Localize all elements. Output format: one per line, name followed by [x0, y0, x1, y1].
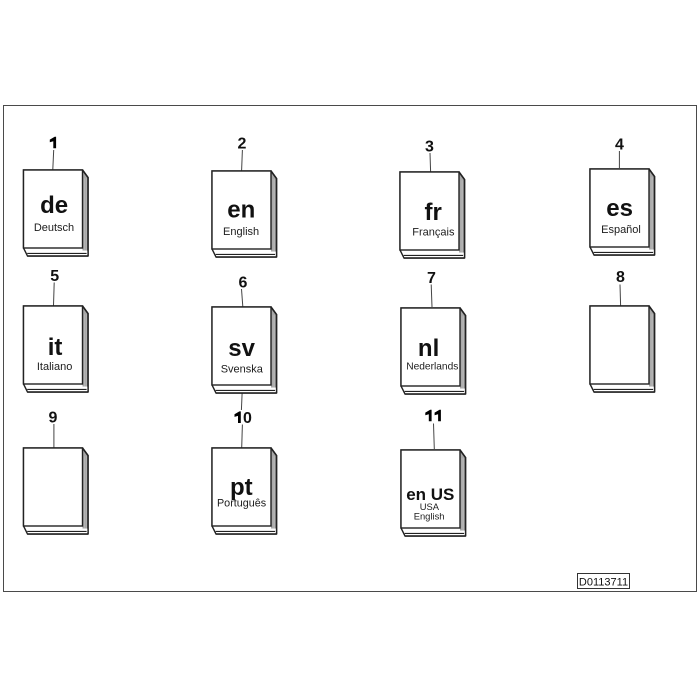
svg-text:it: it	[48, 334, 63, 361]
svg-text:en US: en US	[406, 485, 454, 504]
svg-text:pt: pt	[230, 474, 253, 501]
svg-text:USA: USA	[420, 501, 440, 512]
svg-text:English: English	[414, 510, 445, 521]
svg-text:6: 6	[239, 275, 248, 292]
svg-text:es: es	[606, 195, 633, 222]
svg-text:fr: fr	[425, 199, 442, 226]
svg-text:5: 5	[50, 268, 59, 285]
svg-text:en: en	[227, 197, 255, 224]
svg-text:Français: Français	[412, 226, 455, 238]
svg-text:English: English	[223, 226, 259, 238]
svg-text:8: 8	[616, 269, 625, 286]
svg-text:0: 0	[243, 410, 252, 427]
svg-text:3: 3	[425, 138, 434, 155]
svg-text:4: 4	[615, 137, 624, 154]
svg-text:2: 2	[238, 136, 247, 153]
svg-text:9: 9	[49, 409, 58, 426]
svg-text:Español: Español	[601, 224, 641, 236]
svg-text:de: de	[40, 192, 68, 219]
svg-text:Deutsch: Deutsch	[34, 222, 74, 234]
svg-text:sv: sv	[228, 335, 255, 362]
svg-text:D0113711: D0113711	[579, 577, 628, 589]
svg-text:Italiano: Italiano	[37, 361, 72, 373]
svg-text:7: 7	[427, 270, 436, 287]
svg-text:Português: Português	[217, 498, 267, 510]
svg-text:Svenska: Svenska	[221, 363, 264, 375]
svg-text:nl: nl	[418, 335, 439, 362]
svg-text:Nederlands: Nederlands	[406, 361, 458, 372]
